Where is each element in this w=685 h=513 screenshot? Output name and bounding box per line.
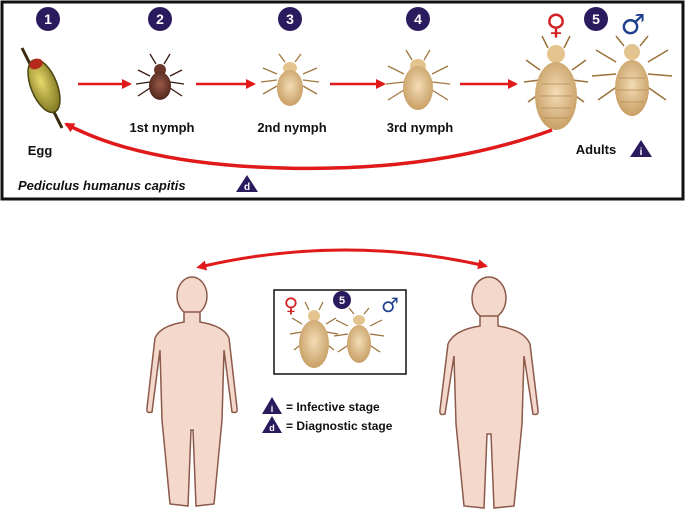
diagnostic-stage-badge: d xyxy=(236,175,258,193)
egg-image xyxy=(20,47,64,129)
step-badge-5: 5 xyxy=(584,7,608,31)
legend-diagnostic-text: = Diagnostic stage xyxy=(286,419,393,433)
egg-label: Egg xyxy=(28,143,53,158)
infective-stage-badge: i xyxy=(630,140,652,158)
third-nymph-image xyxy=(385,49,451,110)
second-nymph-label: 2nd nymph xyxy=(257,120,326,135)
legend-infective-letter: i xyxy=(271,404,274,414)
step-badge-5-number: 5 xyxy=(592,11,600,27)
inset-male-louse-image xyxy=(333,307,385,363)
adults-inset xyxy=(273,289,407,375)
inset-female-symbol-icon: ♀ xyxy=(284,293,299,317)
third-nymph-label: 3rd nymph xyxy=(387,120,454,135)
second-nymph-image xyxy=(260,53,320,106)
infective-stage-letter: i xyxy=(640,147,643,158)
male-symbol-icon: ♂ xyxy=(620,8,645,41)
female-symbol-icon: ♀ xyxy=(546,8,567,41)
step-badge-4: 4 xyxy=(406,7,430,31)
step-badge-2-number: 2 xyxy=(156,11,164,27)
step-badge-1: 1 xyxy=(36,7,60,31)
inset-step-badge: 5 xyxy=(333,291,351,309)
diagnostic-stage-letter: d xyxy=(244,182,250,193)
legend-item-diagnostic: d = Diagnostic stage xyxy=(262,416,393,433)
inset-step-number: 5 xyxy=(339,295,345,307)
inset-male-symbol-icon: ♂ xyxy=(381,293,399,317)
step-badge-3: 3 xyxy=(278,7,302,31)
first-nymph-label: 1st nymph xyxy=(129,120,194,135)
arrow-adults-to-egg xyxy=(64,122,553,171)
step-badge-2: 2 xyxy=(148,7,172,31)
legend: i = Infective stage d = Diagnostic stage xyxy=(262,397,393,433)
human-figure-left xyxy=(146,276,238,507)
legend-infective-text: = Infective stage xyxy=(286,400,380,414)
step-badge-1-number: 1 xyxy=(44,11,52,27)
adults-label: Adults xyxy=(576,142,616,157)
transmission-arrow xyxy=(196,248,488,271)
step-badge-3-number: 3 xyxy=(286,11,294,27)
first-nymph-image xyxy=(135,53,185,100)
adult-female-image xyxy=(523,35,589,130)
human-figure-right xyxy=(439,276,539,509)
step-badge-4-number: 4 xyxy=(414,11,422,27)
adult-male-image xyxy=(591,35,673,116)
legend-diagnostic-letter: d xyxy=(269,423,275,433)
species-name: Pediculus humanus capitis xyxy=(18,178,186,193)
legend-item-infective: i = Infective stage xyxy=(262,397,380,414)
inset-female-louse-image xyxy=(289,301,339,368)
